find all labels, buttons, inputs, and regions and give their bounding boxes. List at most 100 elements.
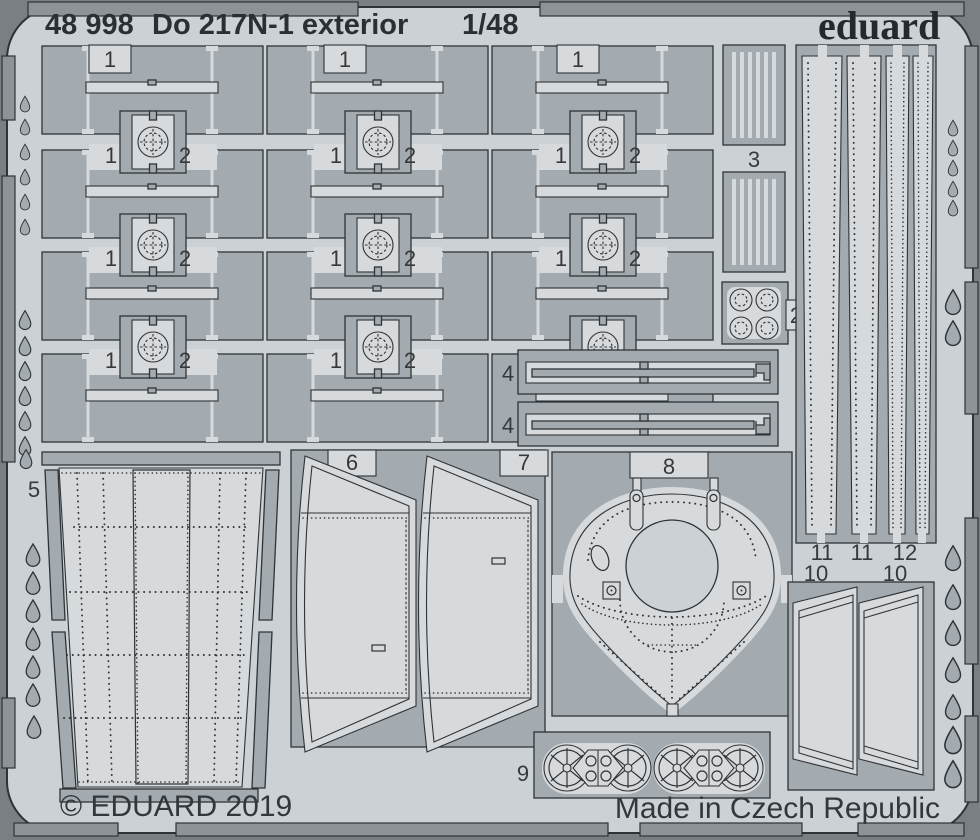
rivet-row	[235, 472, 247, 784]
rivet-row	[852, 62, 858, 529]
rivet-row	[185, 472, 189, 784]
part-2-cap	[569, 213, 637, 277]
part-number-label: 1	[105, 143, 117, 168]
rivet-row	[830, 62, 837, 529]
made-in-text: Made in Czech Republic	[615, 792, 940, 825]
rivet-row	[900, 62, 905, 529]
part-number-label: 12	[893, 540, 917, 565]
part-number-label: 9	[517, 761, 529, 786]
part-4-strip	[531, 420, 755, 430]
part-5-panel: 5	[28, 451, 281, 803]
parts-6-7-panels: 6 7	[290, 449, 549, 753]
part-number-label: 2	[404, 143, 416, 168]
frame-rail	[258, 469, 280, 621]
part-number-label: 4	[502, 361, 514, 386]
rail-right-4	[964, 715, 979, 803]
part-number-label: 1	[330, 348, 342, 373]
part-number-label: 1	[104, 47, 116, 72]
rivet-row	[587, 501, 757, 561]
part-number-label: 1	[339, 47, 351, 72]
rail-right-2	[964, 281, 979, 415]
frame-rail	[51, 631, 77, 789]
part-2-cap	[344, 315, 412, 379]
part-number-label: 5	[28, 477, 40, 502]
part-8-turret-ring-cover: 8	[551, 451, 793, 717]
copyright-text: © EDUARD 2019	[60, 790, 292, 823]
oval-opening	[590, 544, 610, 572]
slot	[491, 557, 506, 565]
part-11-strip	[846, 55, 882, 535]
part-number-label: 2	[404, 246, 416, 271]
part-number-label: 1	[555, 246, 567, 271]
slot	[371, 644, 386, 652]
catalog-number: 48 998	[45, 9, 134, 41]
rivet-row	[890, 62, 894, 529]
part-number-label: 10	[883, 561, 907, 586]
panel-inset	[132, 469, 191, 785]
part-number-label: 1	[555, 143, 567, 168]
part-10-skin	[798, 594, 854, 770]
part-2-cap	[569, 110, 637, 174]
label-notch	[629, 451, 709, 479]
rivet-row	[577, 595, 767, 618]
label-notch	[499, 449, 549, 477]
rail-left-2	[1, 175, 16, 463]
rivet-row	[675, 641, 745, 703]
part-6-skin	[303, 465, 410, 743]
rail-left-3	[1, 697, 16, 769]
part-number-label: 7	[518, 450, 530, 475]
part-2-cap	[344, 213, 412, 277]
part-7-skin	[425, 465, 532, 743]
rivet-row	[581, 603, 763, 626]
frame-rail	[44, 469, 66, 621]
rivet-row	[76, 472, 89, 784]
part-2-cap	[119, 110, 187, 174]
part-12-strip	[885, 55, 910, 535]
rail-top-right	[539, 1, 965, 17]
strip-hook	[755, 417, 771, 435]
rivet-row	[102, 472, 113, 784]
part-number-label: 2	[179, 348, 191, 373]
part-2-cap	[119, 213, 187, 277]
part-2-cap	[344, 110, 412, 174]
part-9-wheels: 9	[517, 731, 771, 799]
footer: © EDUARD 2019 Made in Czech Republic	[60, 790, 940, 825]
part-number-label: 1	[572, 47, 584, 72]
rivet-row	[917, 62, 921, 529]
label-notch	[556, 44, 600, 74]
header: 48 998 Do 217N-1 exterior 1/48 eduard	[45, 3, 940, 48]
frame-rail	[41, 451, 281, 466]
rail-bottom-4	[857, 822, 965, 837]
part-number-label: 2	[404, 348, 416, 373]
sheet-title: Do 217N-1 exterior	[152, 9, 408, 41]
rail-bottom-3	[639, 822, 803, 837]
frame-rail	[59, 788, 259, 803]
rivet-row	[134, 472, 139, 784]
parts-11-12-strips: 11 11 12	[795, 44, 937, 565]
part-2-spares: 2	[721, 281, 809, 345]
part-12-strip	[912, 55, 934, 535]
part-number-label: 8	[663, 454, 675, 479]
turret-hole	[625, 519, 719, 613]
part-number-label: 1	[105, 246, 117, 271]
part-number-label: 2	[629, 143, 641, 168]
rivet-row	[924, 62, 929, 529]
hinge-tab	[629, 489, 644, 531]
parts-1-2-grid: 1 1 1 1 2 1 2 1 2 1 2 1 2 1 2 1	[41, 44, 714, 443]
parts-10-panels: 10 10	[787, 561, 935, 791]
part-4-strips: 4 4	[502, 349, 779, 447]
rivet-row	[213, 472, 221, 784]
part-number-label: 11	[811, 540, 834, 565]
part-number-label: 2	[179, 143, 191, 168]
part-number-label: 2	[629, 246, 641, 271]
hinge-tab	[706, 489, 721, 531]
part-4-strip	[531, 368, 755, 378]
sheet-scale: 1/48	[462, 9, 518, 41]
rail-top-left	[27, 1, 359, 17]
part-10-skin	[863, 594, 919, 770]
rivet-row	[619, 599, 725, 653]
label-notch	[88, 44, 132, 74]
